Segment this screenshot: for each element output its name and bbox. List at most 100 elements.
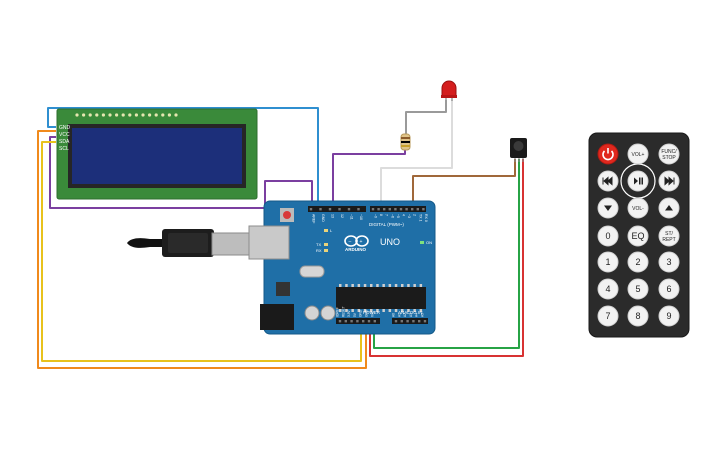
digital-pin[interactable] <box>357 208 360 211</box>
remote-button-label: VOL+ <box>632 152 645 158</box>
analog-pin[interactable] <box>400 320 403 323</box>
arduino-logo: – + <box>344 235 369 247</box>
remote-button-label: FUNC/ <box>661 149 677 155</box>
lcd-header-pin <box>154 113 158 117</box>
atmega-chip <box>336 287 426 309</box>
remote-button-play-pause[interactable] <box>627 170 649 192</box>
remote-button-9[interactable]: 9 <box>658 305 680 327</box>
digital-pin-label: ~11 <box>350 214 354 220</box>
remote-button-vol[interactable]: VOL- <box>627 197 649 219</box>
wire-ir-red[interactable] <box>369 159 524 357</box>
digital-pin[interactable] <box>347 208 351 211</box>
remote-button-label: VOL- <box>632 206 644 212</box>
analog-pin[interactable] <box>418 320 421 323</box>
red-led[interactable] <box>441 80 457 101</box>
remote-button-vol[interactable]: VOL+ <box>627 143 649 165</box>
power-pin-label: IOREF <box>336 307 340 317</box>
remote-button-7[interactable]: 7 <box>597 305 619 327</box>
digital-pin-label: RX 0 <box>424 214 428 222</box>
wire-ir-brown[interactable] <box>412 159 516 208</box>
prev-icon <box>602 176 613 186</box>
board-leds: L TX RX ON <box>316 228 432 253</box>
wire-resistor-purple[interactable] <box>332 148 406 208</box>
remote-button-power[interactable] <box>597 143 619 165</box>
svg-text:RX: RX <box>316 248 322 253</box>
remote-button-2[interactable]: 2 <box>627 251 649 273</box>
voltage-regulator <box>276 282 290 296</box>
analog-pin[interactable] <box>406 320 409 323</box>
digital-pin[interactable] <box>399 208 403 211</box>
wire-scl-yellow[interactable] <box>41 141 362 362</box>
analog-pin[interactable] <box>423 320 427 323</box>
digital-pin-label: GND <box>321 214 325 222</box>
lcd-header-pin <box>128 113 132 117</box>
usb-cable[interactable] <box>127 229 253 257</box>
power-pin-label: GND <box>359 309 363 317</box>
wire-led-gray[interactable] <box>405 100 447 135</box>
lcd-header-pin <box>82 113 86 117</box>
remote-button-st-rept[interactable]: ST/REPT <box>658 225 680 247</box>
power-pin-label: RESET <box>341 306 345 317</box>
power-pin[interactable] <box>356 320 359 323</box>
digital-pin[interactable] <box>371 208 375 211</box>
power-pin[interactable] <box>338 320 342 323</box>
power-pin[interactable] <box>350 320 353 323</box>
crystal <box>299 265 325 278</box>
remote-button-4[interactable]: 4 <box>597 278 619 300</box>
digital-pin[interactable] <box>383 208 386 211</box>
remote-button-up[interactable] <box>658 197 680 219</box>
remote-button-label: ST/ <box>665 231 673 237</box>
digital-pin-label: ~3 <box>407 214 411 218</box>
remote-button-6[interactable]: 6 <box>658 278 680 300</box>
remote-button-prev[interactable] <box>597 170 619 192</box>
digital-pin[interactable] <box>388 208 391 211</box>
ir-receiver[interactable] <box>510 138 527 162</box>
remote-button-8[interactable]: 8 <box>627 305 649 327</box>
resistor[interactable] <box>400 133 411 151</box>
power-pin[interactable] <box>373 320 376 323</box>
power-pin[interactable] <box>344 320 347 323</box>
arduino-brand: ARDUINO <box>345 247 366 252</box>
digital-pin-label: 8 <box>379 214 383 216</box>
digital-pin[interactable] <box>411 208 414 211</box>
analog-pin[interactable] <box>412 320 415 323</box>
digital-pin-label: ~10 <box>359 214 363 220</box>
analog-pin[interactable] <box>394 320 398 323</box>
digital-pin[interactable] <box>309 208 313 211</box>
remote-button-down[interactable] <box>597 197 619 219</box>
remote-button-5[interactable]: 5 <box>627 278 649 300</box>
svg-text:+: + <box>360 239 363 245</box>
remote-button-next[interactable] <box>658 170 680 192</box>
digital-pin[interactable] <box>338 208 341 211</box>
lcd-module[interactable]: GND VCC SDA SCL <box>56 108 258 200</box>
analog-pin-label: A0 <box>392 313 396 317</box>
wire-led-white[interactable] <box>380 100 453 208</box>
remote-button-func-stop[interactable]: FUNC/STOP <box>658 143 680 165</box>
digital-pin[interactable] <box>405 208 408 211</box>
digital-pin[interactable] <box>319 208 322 211</box>
digital-header <box>308 206 426 212</box>
power-pin-label: 3.3V <box>347 310 351 317</box>
digital-pin[interactable] <box>377 208 380 211</box>
power-pin-label: Vin <box>370 312 374 317</box>
svg-text:TX: TX <box>316 242 321 247</box>
wire-sda-orange[interactable] <box>37 130 367 369</box>
digital-pin[interactable] <box>394 208 397 211</box>
digital-pin[interactable] <box>416 208 419 211</box>
wires <box>37 100 524 369</box>
remote-button-0[interactable]: 0 <box>597 225 619 247</box>
power-pin[interactable] <box>362 320 365 323</box>
digital-pin[interactable] <box>422 208 425 211</box>
remote-button-1[interactable]: 1 <box>597 251 619 273</box>
remote-button-3[interactable]: 3 <box>658 251 680 273</box>
wire-gnd-blue[interactable] <box>47 107 319 208</box>
power-analog-header <box>336 318 428 324</box>
wire-ir-green[interactable] <box>373 159 520 349</box>
remote-button-label: 6 <box>666 284 671 294</box>
digital-pin[interactable] <box>328 208 332 211</box>
remote-button-eq[interactable]: EQ <box>627 225 649 247</box>
power-pin[interactable] <box>367 320 371 323</box>
